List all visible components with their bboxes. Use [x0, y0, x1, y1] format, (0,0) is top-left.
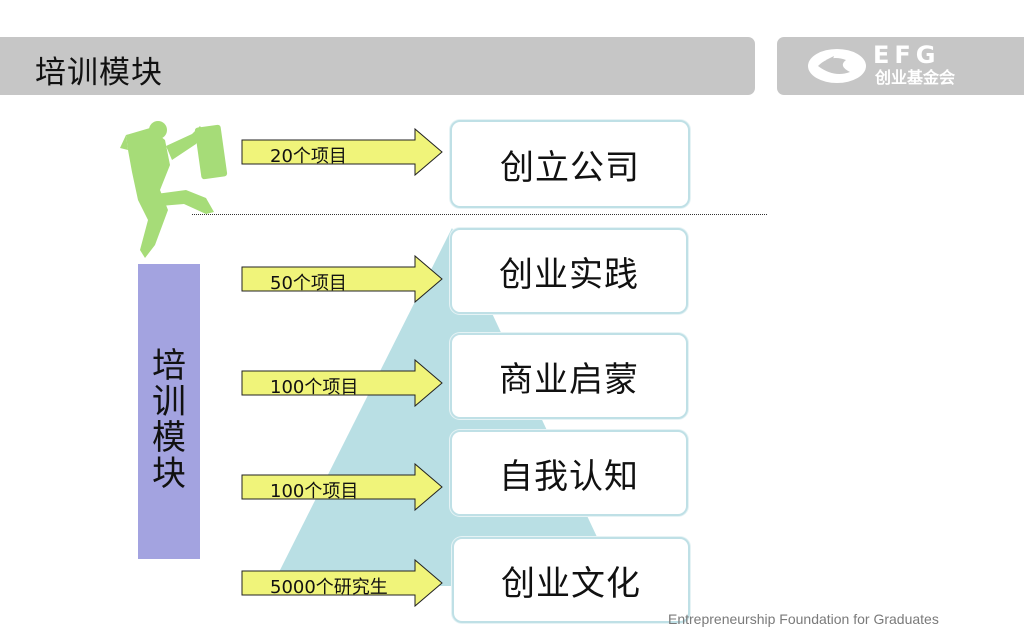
runner-figure-icon — [120, 121, 228, 258]
level-box-culture: 创业文化 — [452, 537, 690, 623]
side-label: 培 训 模 块 — [138, 348, 200, 492]
arrow-label: 20个项目 — [270, 146, 347, 167]
efg-logo-icon — [808, 49, 866, 83]
side-char-2: 训 — [152, 382, 186, 422]
level-box-company: 创立公司 — [450, 120, 690, 208]
arrow-shape — [241, 127, 443, 177]
arrow-label: 5000个研究生 — [270, 577, 388, 598]
arrow-shape — [241, 462, 443, 512]
side-label-bar: 培 训 模 块 — [138, 264, 200, 559]
footer-text: Entrepreneurship Foundation for Graduate… — [668, 611, 939, 627]
row-arrow: 100个项目 — [240, 462, 445, 512]
level-box-practice: 创业实践 — [450, 228, 688, 314]
arrow-label: 100个项目 — [270, 481, 359, 502]
row-arrow: 5000个研究生 — [240, 558, 445, 608]
row-arrow: 20个项目 — [240, 127, 445, 177]
logo-name: 创业基金会 — [875, 68, 956, 87]
arrow-shape — [241, 358, 443, 408]
row-arrow: 50个项目 — [240, 254, 445, 304]
arrow-label: 100个项目 — [270, 377, 359, 398]
arrow-shape — [241, 558, 443, 608]
page-title: 培训模块 — [35, 55, 163, 91]
side-char-3: 模 — [152, 418, 186, 458]
level-box-self: 自我认知 — [450, 430, 688, 516]
logo-brand: EFG — [873, 41, 941, 69]
side-char-4: 块 — [152, 454, 186, 494]
title-bar: 培训模块 — [0, 37, 755, 95]
level-box-business: 商业启蒙 — [450, 333, 688, 419]
separator-line — [192, 214, 767, 215]
side-char-1: 培 — [152, 346, 186, 386]
arrow-label: 50个项目 — [270, 273, 347, 294]
arrow-shape — [241, 254, 443, 304]
row-arrow: 100个项目 — [240, 358, 445, 408]
